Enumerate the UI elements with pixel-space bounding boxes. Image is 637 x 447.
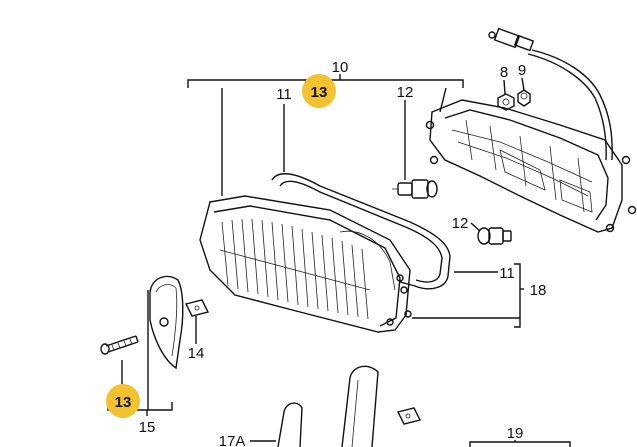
cap-nut-part-9: [517, 89, 531, 107]
clip-part-14: [184, 299, 210, 317]
bulb-part-12-lower: [477, 227, 512, 245]
headlight-lens: [199, 195, 412, 333]
label-part-15: 15: [139, 419, 156, 436]
wiring-cable: [488, 27, 613, 161]
bottom-trim-parts: [277, 365, 571, 447]
label-part-11-right: 11: [499, 265, 515, 282]
label-part-11-top: 11: [276, 86, 292, 103]
side-trim-cover: [149, 275, 184, 370]
hex-nut-part-8: [497, 93, 515, 111]
label-part-12-right: 12: [452, 215, 469, 232]
label-part-18: 18: [530, 282, 547, 299]
callout-lines: [107, 74, 525, 442]
screw-part-13: [100, 335, 139, 355]
label-part-17a: 17A: [219, 433, 246, 447]
highlight-marker-bottom: [106, 384, 140, 418]
label-part-19: 19: [507, 425, 524, 442]
label-part-8: 8: [500, 64, 508, 81]
label-part-13-top: 13: [311, 84, 328, 101]
label-part-9: 9: [518, 62, 526, 79]
seal-part-11: [271, 173, 451, 290]
label-part-12-top: 12: [397, 84, 414, 101]
headlight-housing: [425, 99, 637, 233]
label-part-10: 10: [332, 59, 349, 76]
bulb-part-12-upper: [392, 179, 438, 199]
highlight-marker-top: [302, 74, 336, 108]
label-part-14: 14: [188, 345, 205, 362]
label-part-13-bottom: 13: [115, 394, 132, 411]
